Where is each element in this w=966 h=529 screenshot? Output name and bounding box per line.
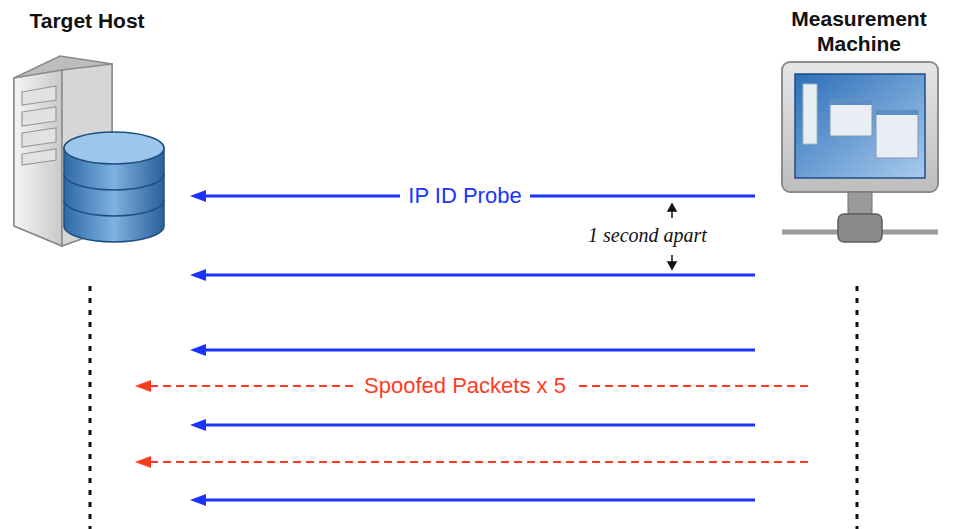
monitor-icon <box>782 62 938 242</box>
message-label: IP ID Probe <box>400 183 529 209</box>
host-node: Target Host <box>0 0 190 529</box>
message-arrow <box>190 494 755 506</box>
message-arrow <box>190 419 755 431</box>
server-icon <box>14 56 164 246</box>
message-arrow <box>190 269 755 281</box>
host-node: Measurement Machine <box>755 0 966 529</box>
lifeline <box>89 286 92 529</box>
host-title: Measurement Machine <box>761 6 957 56</box>
host-title: Target Host <box>2 8 172 33</box>
lifeline <box>856 286 859 529</box>
message-arrow <box>190 344 755 356</box>
message-arrow <box>135 456 808 468</box>
interval-note: 1 second apart <box>586 224 709 247</box>
message-label: Spoofed Packets x 5 <box>356 373 574 399</box>
